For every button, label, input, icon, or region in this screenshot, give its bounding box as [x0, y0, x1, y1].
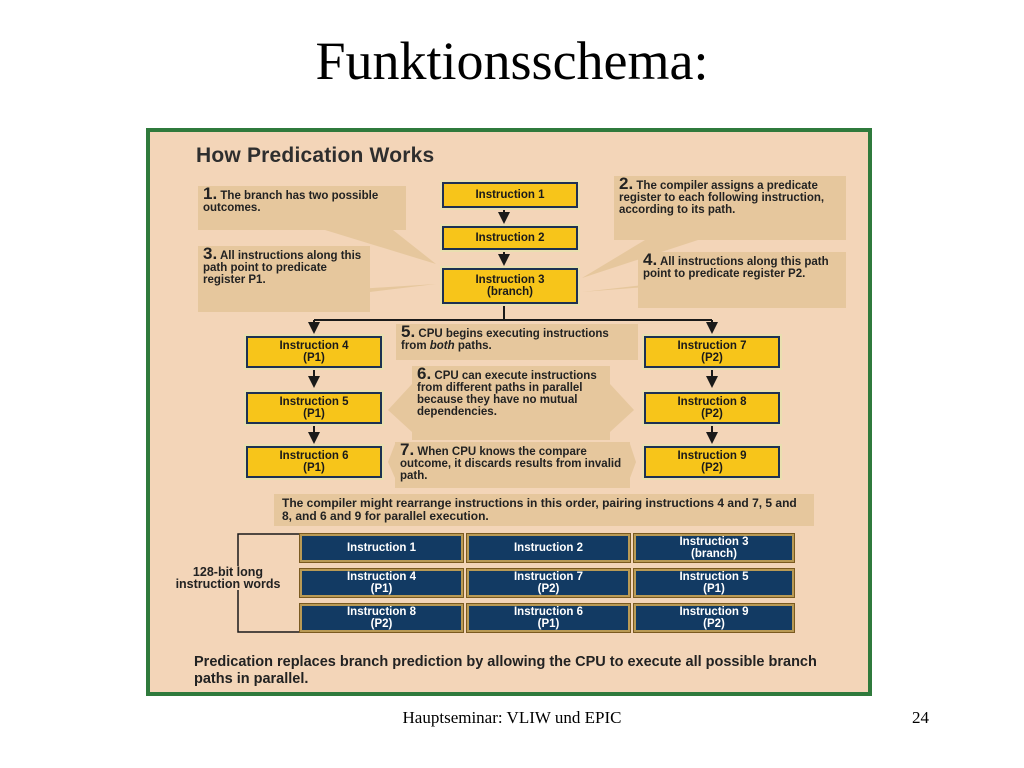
flow-instruction-6: Instruction 6 (P1): [244, 444, 384, 480]
flow-instruction-2-label: Instruction 2: [475, 232, 545, 244]
flow-instruction-9: Instruction 9 (P2): [642, 444, 782, 480]
note-5-text-before: CPU begins executing instructions from: [401, 328, 609, 352]
slide-title: Funktionsschema:: [315, 31, 709, 91]
flow-instruction-7: Instruction 7 (P2): [642, 334, 782, 370]
note-5-number: 5.: [401, 322, 416, 341]
vliw-row3-slot2: Instruction 6 (P1): [466, 603, 631, 633]
callout-tail-1: [325, 230, 436, 264]
flow-instruction-5-sub: (P1): [303, 408, 325, 420]
predication-figure: How Predication Works 1. The branch has …: [146, 128, 872, 696]
page-number: 24: [912, 708, 929, 727]
note-7-number: 7.: [400, 440, 415, 459]
vliw-row2-slot2: Instruction 7 (P2): [466, 568, 631, 598]
vliw-row2-slot1-label: Instruction 4: [346, 571, 416, 583]
vliw-row3-slot1: Instruction 8 (P2): [299, 603, 464, 633]
vliw-row1-slot1: Instruction 1: [299, 533, 464, 563]
vliw-row1-slot2: Instruction 2: [466, 533, 631, 563]
note-6: 6. CPU can execute instructions from dif…: [412, 364, 610, 440]
flow-instruction-1-label: Instruction 1: [475, 189, 545, 201]
flow-instruction-8-sub: (P2): [701, 408, 723, 420]
callout-tail-7-left: [388, 444, 395, 478]
note-4-number: 4.: [643, 250, 658, 269]
note-6-number: 6.: [417, 364, 432, 383]
note-3-number: 3.: [203, 244, 218, 263]
flow-instruction-9-sub: (P2): [701, 462, 723, 474]
flow-instruction-9-label: Instruction 9: [677, 450, 747, 462]
note-2-number: 2.: [619, 174, 634, 193]
callout-tail-7-right: [630, 444, 636, 478]
flow-instruction-3: Instruction 3 (branch): [440, 266, 580, 306]
flow-instruction-1: Instruction 1: [440, 180, 580, 210]
note-2-text: The compiler assigns a predicate registe…: [619, 180, 825, 216]
slide-footer: Hauptseminar: VLIW und EPIC: [402, 708, 622, 727]
vliw-row2-slot3-label: Instruction 5: [679, 571, 749, 583]
vliw-row1-slot3-label: Instruction 3: [679, 536, 749, 548]
figure-heading: How Predication Works: [196, 144, 435, 167]
flow-instruction-5-label: Instruction 5: [279, 396, 349, 408]
flow-instruction-8-label: Instruction 8: [677, 396, 747, 408]
note-6-text: CPU can execute instructions from differ…: [417, 370, 597, 418]
flow-instruction-4: Instruction 4 (P1): [244, 334, 384, 370]
note-3-text: All instructions along this path point t…: [203, 250, 362, 286]
vliw-row1-slot2-label: Instruction 2: [513, 542, 583, 554]
rearrange-note: The compiler might rearrange instruction…: [274, 494, 814, 526]
vliw-row2-slot2-label: Instruction 7: [513, 571, 583, 583]
vliw-row3-slot3: Instruction 9 (P2): [633, 603, 795, 633]
figure-conclusion: Predication replaces branch prediction b…: [194, 654, 817, 687]
callout-tail-6-left: [388, 384, 412, 432]
vliw-row3-slot2-sub: (P1): [537, 618, 560, 630]
note-7: 7. When CPU knows the compare outcome, i…: [395, 440, 630, 488]
flow-instruction-5: Instruction 5 (P1): [244, 390, 384, 426]
note-3: 3. All instructions along this path poin…: [198, 244, 370, 312]
flow-instruction-7-sub: (P2): [701, 352, 723, 364]
note-5: 5. CPU begins executing instructions fro…: [396, 322, 638, 360]
note-1-number: 1.: [203, 184, 218, 203]
vliw-row2-slot1: Instruction 4 (P1): [299, 568, 464, 598]
vliw-row2-slot3: Instruction 5 (P1): [633, 568, 795, 598]
flow-instruction-3-sub: (branch): [487, 286, 533, 298]
vliw-row2-slot1-sub: (P1): [370, 583, 393, 595]
note-7-text: When CPU knows the compare outcome, it d…: [400, 446, 622, 482]
flow-instruction-8: Instruction 8 (P2): [642, 390, 782, 426]
flow-instruction-6-label: Instruction 6: [279, 450, 349, 462]
note-5-text-after: paths.: [454, 340, 492, 352]
flow-instruction-7-label: Instruction 7: [677, 340, 747, 352]
vliw-row3-slot1-sub: (P2): [370, 618, 393, 630]
vliw-row1-slot3: Instruction 3 (branch): [633, 533, 795, 563]
vliw-row3-slot3-sub: (P2): [703, 618, 725, 630]
note-2: 2. The compiler assigns a predicate regi…: [614, 174, 846, 240]
flow-instruction-4-label: Instruction 4: [279, 340, 349, 352]
flow-instruction-6-sub: (P1): [303, 462, 325, 474]
vliw-row3-slot3-label: Instruction 9: [679, 606, 749, 618]
words-label: 128-bit long instruction words: [166, 566, 290, 590]
flow-instruction-2: Instruction 2: [440, 224, 580, 252]
flow-instruction-4-sub: (P1): [303, 352, 325, 364]
note-4: 4. All instructions along this path poin…: [638, 250, 846, 308]
flow-instruction-3-label: Instruction 3: [475, 274, 545, 286]
vliw-row1-slot3-sub: (branch): [691, 548, 737, 560]
note-1-text: The branch has two possible outcomes.: [203, 190, 379, 214]
vliw-row3-slot1-label: Instruction 8: [346, 606, 416, 618]
vliw-row2-slot2-sub: (P2): [537, 583, 560, 595]
vliw-row2-slot3-sub: (P1): [703, 583, 725, 595]
note-4-text: All instructions along this path point t…: [643, 256, 829, 280]
vliw-row3-slot2-label: Instruction 6: [513, 606, 583, 618]
note-1: 1. The branch has two possible outcomes.: [198, 184, 406, 230]
note-5-emphasis: both: [429, 340, 455, 352]
callout-tail-6-right: [610, 384, 634, 432]
vliw-row1-slot1-label: Instruction 1: [346, 542, 416, 554]
rearrange-note-text: The compiler might rearrange instruction…: [282, 496, 797, 523]
